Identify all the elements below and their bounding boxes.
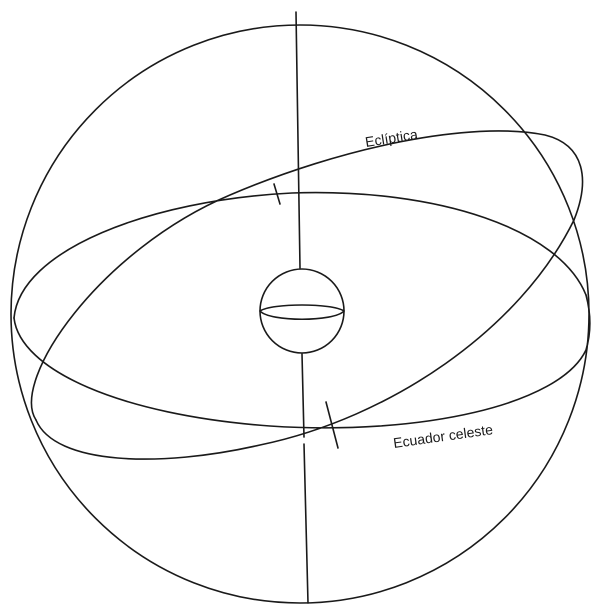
earth-equator-back	[260, 305, 344, 311]
celestial-axis-top	[296, 12, 300, 268]
ecliptic-front	[36, 220, 574, 459]
ecliptic-back	[32, 131, 583, 420]
earth-equator-front	[260, 311, 344, 319]
earth-globe	[260, 269, 344, 353]
celestial-equator-label: Ecuador celeste	[392, 421, 494, 451]
ecliptic-label: Eclíptica	[364, 126, 419, 150]
celestial-sphere-outline	[11, 25, 589, 603]
celestial-axis-bottom	[302, 354, 308, 603]
